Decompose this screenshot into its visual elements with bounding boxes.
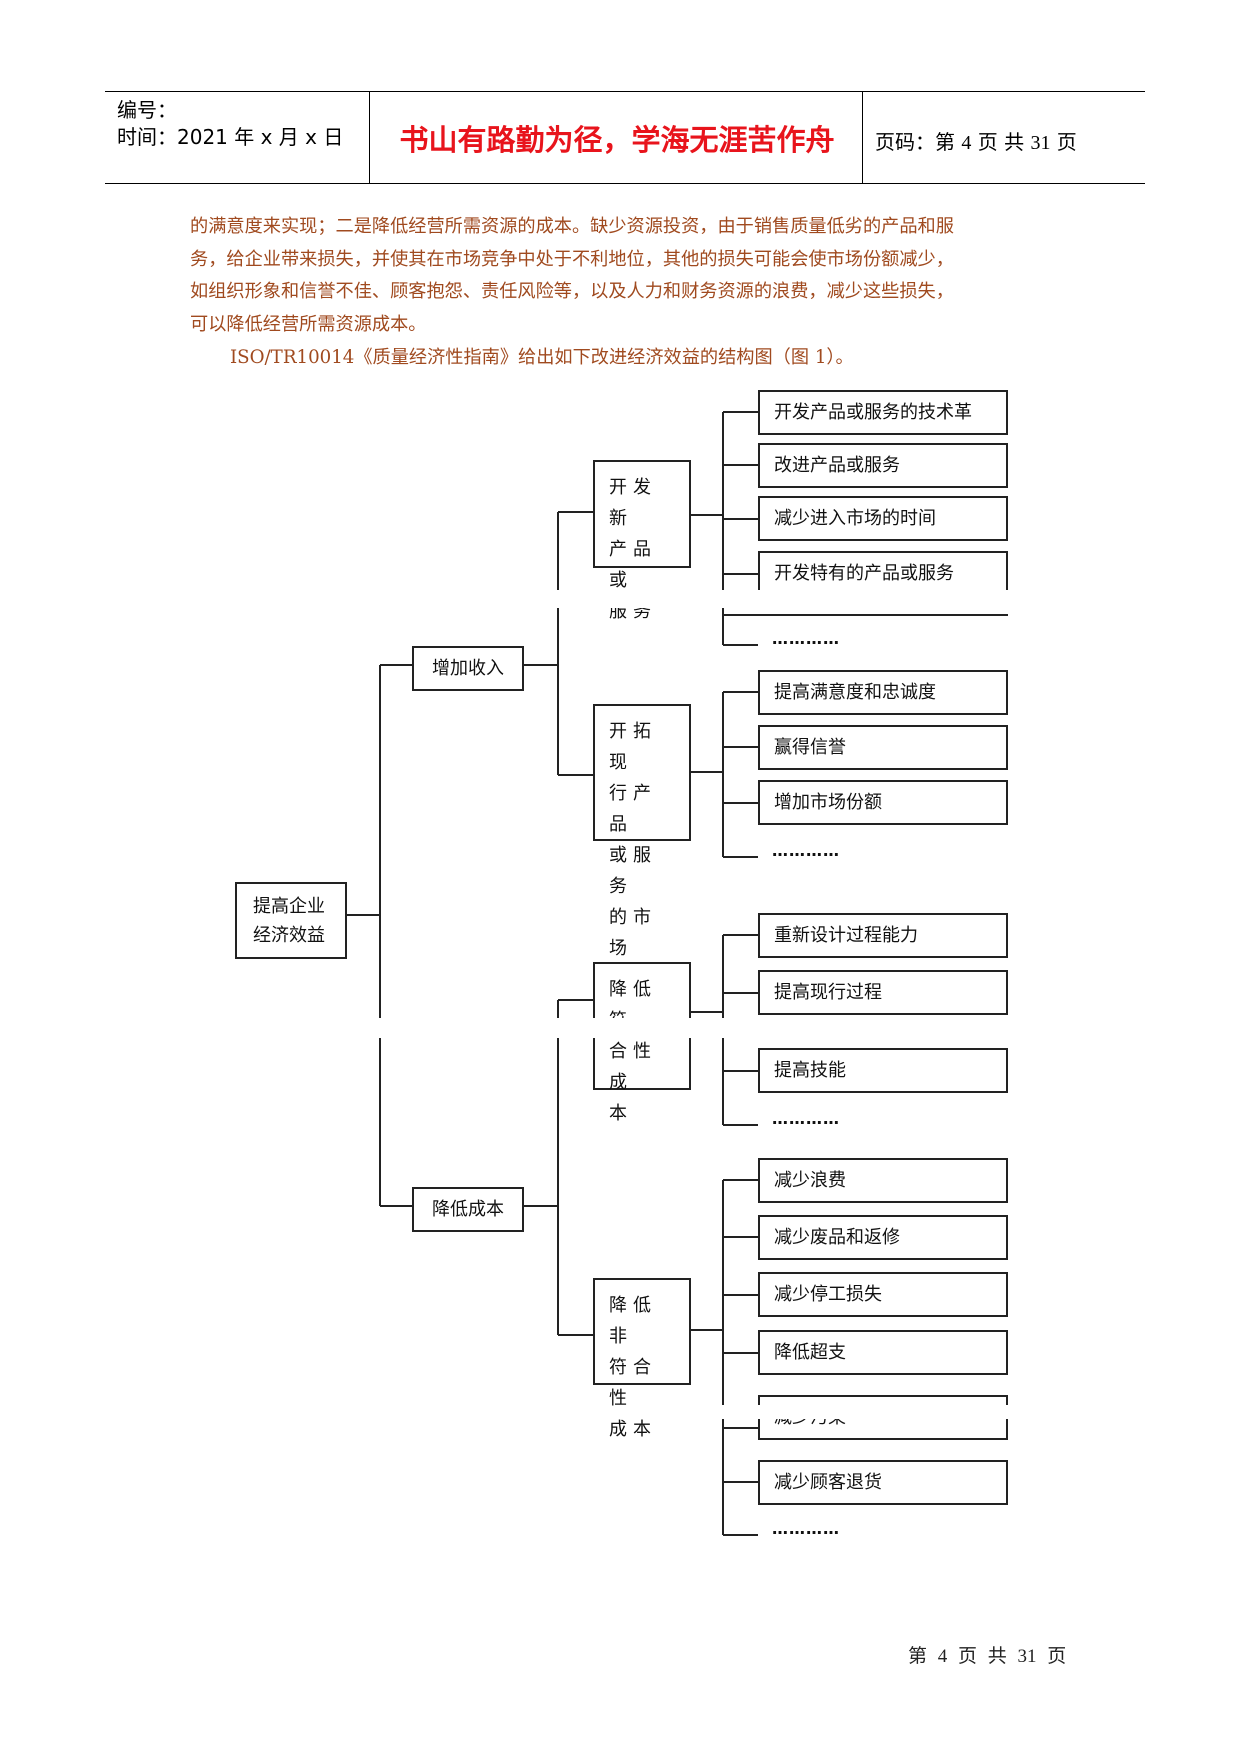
page-total: 31 — [1030, 132, 1051, 154]
ellipsis: ………… — [772, 1109, 840, 1128]
motto: 书山有路勤为径，学海无涯苦作舟 — [399, 123, 835, 157]
leaf-box: 减少停工损失 — [758, 1272, 1008, 1317]
leaf-box: 开发产品或服务的技术革 — [758, 390, 1008, 435]
leaf-box: 重新设计过程能力 — [758, 913, 1008, 958]
mid-develop-new: 开发新 产品或 服务 — [593, 460, 691, 622]
leaf-box: 改进产品或服务 — [758, 443, 1008, 488]
page-indicator: 页码：第 4 页 共 31 页 — [875, 126, 1077, 155]
paragraph-line: 如组织形象和信誉不佳、顾客抱怨、责任风险等，以及人力和财务资源的浪费，减少这些损… — [190, 281, 954, 302]
page-footer: 第 4 页 共 31 页 — [908, 1646, 1067, 1667]
root-box: 提高企业 经济效益 — [235, 882, 347, 959]
serial-label: 编号： — [117, 98, 177, 122]
leaf-box: 开发特有的产品或服务 — [758, 551, 1008, 596]
leaf-box: 减少废品和返修 — [758, 1215, 1008, 1260]
body-paragraph: 的满意度来实现；二是降低经营所需资源的成本。缺少资源投资，由于销售质量低劣的产品… — [190, 211, 1085, 341]
time-label: 时间：2021 年 x 月 x 日 — [117, 125, 344, 149]
page-mid: 页 共 — [977, 130, 1025, 154]
leaf-box: 减少浪费 — [758, 1158, 1008, 1203]
leaf-box: 提高现行过程 — [758, 970, 1008, 1015]
header-divider-left — [369, 91, 370, 184]
leaf-box: 减少顾客退货 — [758, 1460, 1008, 1505]
ellipsis: ………… — [772, 841, 840, 860]
page-suffix: 页 — [1056, 130, 1077, 154]
ellipsis: ………… — [772, 1519, 840, 1538]
page-slice-gap — [530, 590, 1010, 608]
leaf-box: 降低超支 — [758, 1330, 1008, 1375]
mid-expand-market: 开拓现 行产品 或服务 的市场 — [593, 704, 691, 959]
header-divider-right — [862, 91, 863, 184]
page-number: 4 — [961, 132, 972, 154]
leaf-box: 提高技能 — [758, 1048, 1008, 1093]
mid-nonconformance-cost: 降低非 符合性 成本 — [593, 1278, 691, 1440]
paragraph-line: 可以降低经营所需资源成本。 — [190, 313, 427, 335]
header-top-rule — [105, 91, 1145, 92]
paragraph-line: 的满意度来实现；二是降低经营所需资源的成本。缺少资源投资，由于销售质量低劣的产品… — [190, 216, 954, 237]
paragraph-line: 务，给企业带来损失，并使其在市场竞争中处于不利地位，其他的损失可能会使市场份额减… — [190, 248, 954, 270]
ellipsis: ………… — [772, 629, 840, 648]
page-slice-gap — [370, 1018, 1010, 1038]
page-prefix: 页码：第 — [875, 130, 955, 154]
page-slice-gap — [720, 1405, 1010, 1419]
branch-increase-income: 增加收入 — [412, 646, 524, 691]
figure-intro: ISO/TR10014《质量经济性指南》给出如下改进经济效益的结构图（图 1）。 — [230, 347, 854, 368]
header-bottom-rule — [105, 183, 1145, 184]
leaf-box: 提高满意度和忠诚度 — [758, 670, 1008, 715]
leaf-box: 赢得信誉 — [758, 725, 1008, 770]
branch-reduce-cost: 降低成本 — [412, 1187, 524, 1232]
leaf-box: 增加市场份额 — [758, 780, 1008, 825]
leaf-box: 减少进入市场的时间 — [758, 496, 1008, 541]
